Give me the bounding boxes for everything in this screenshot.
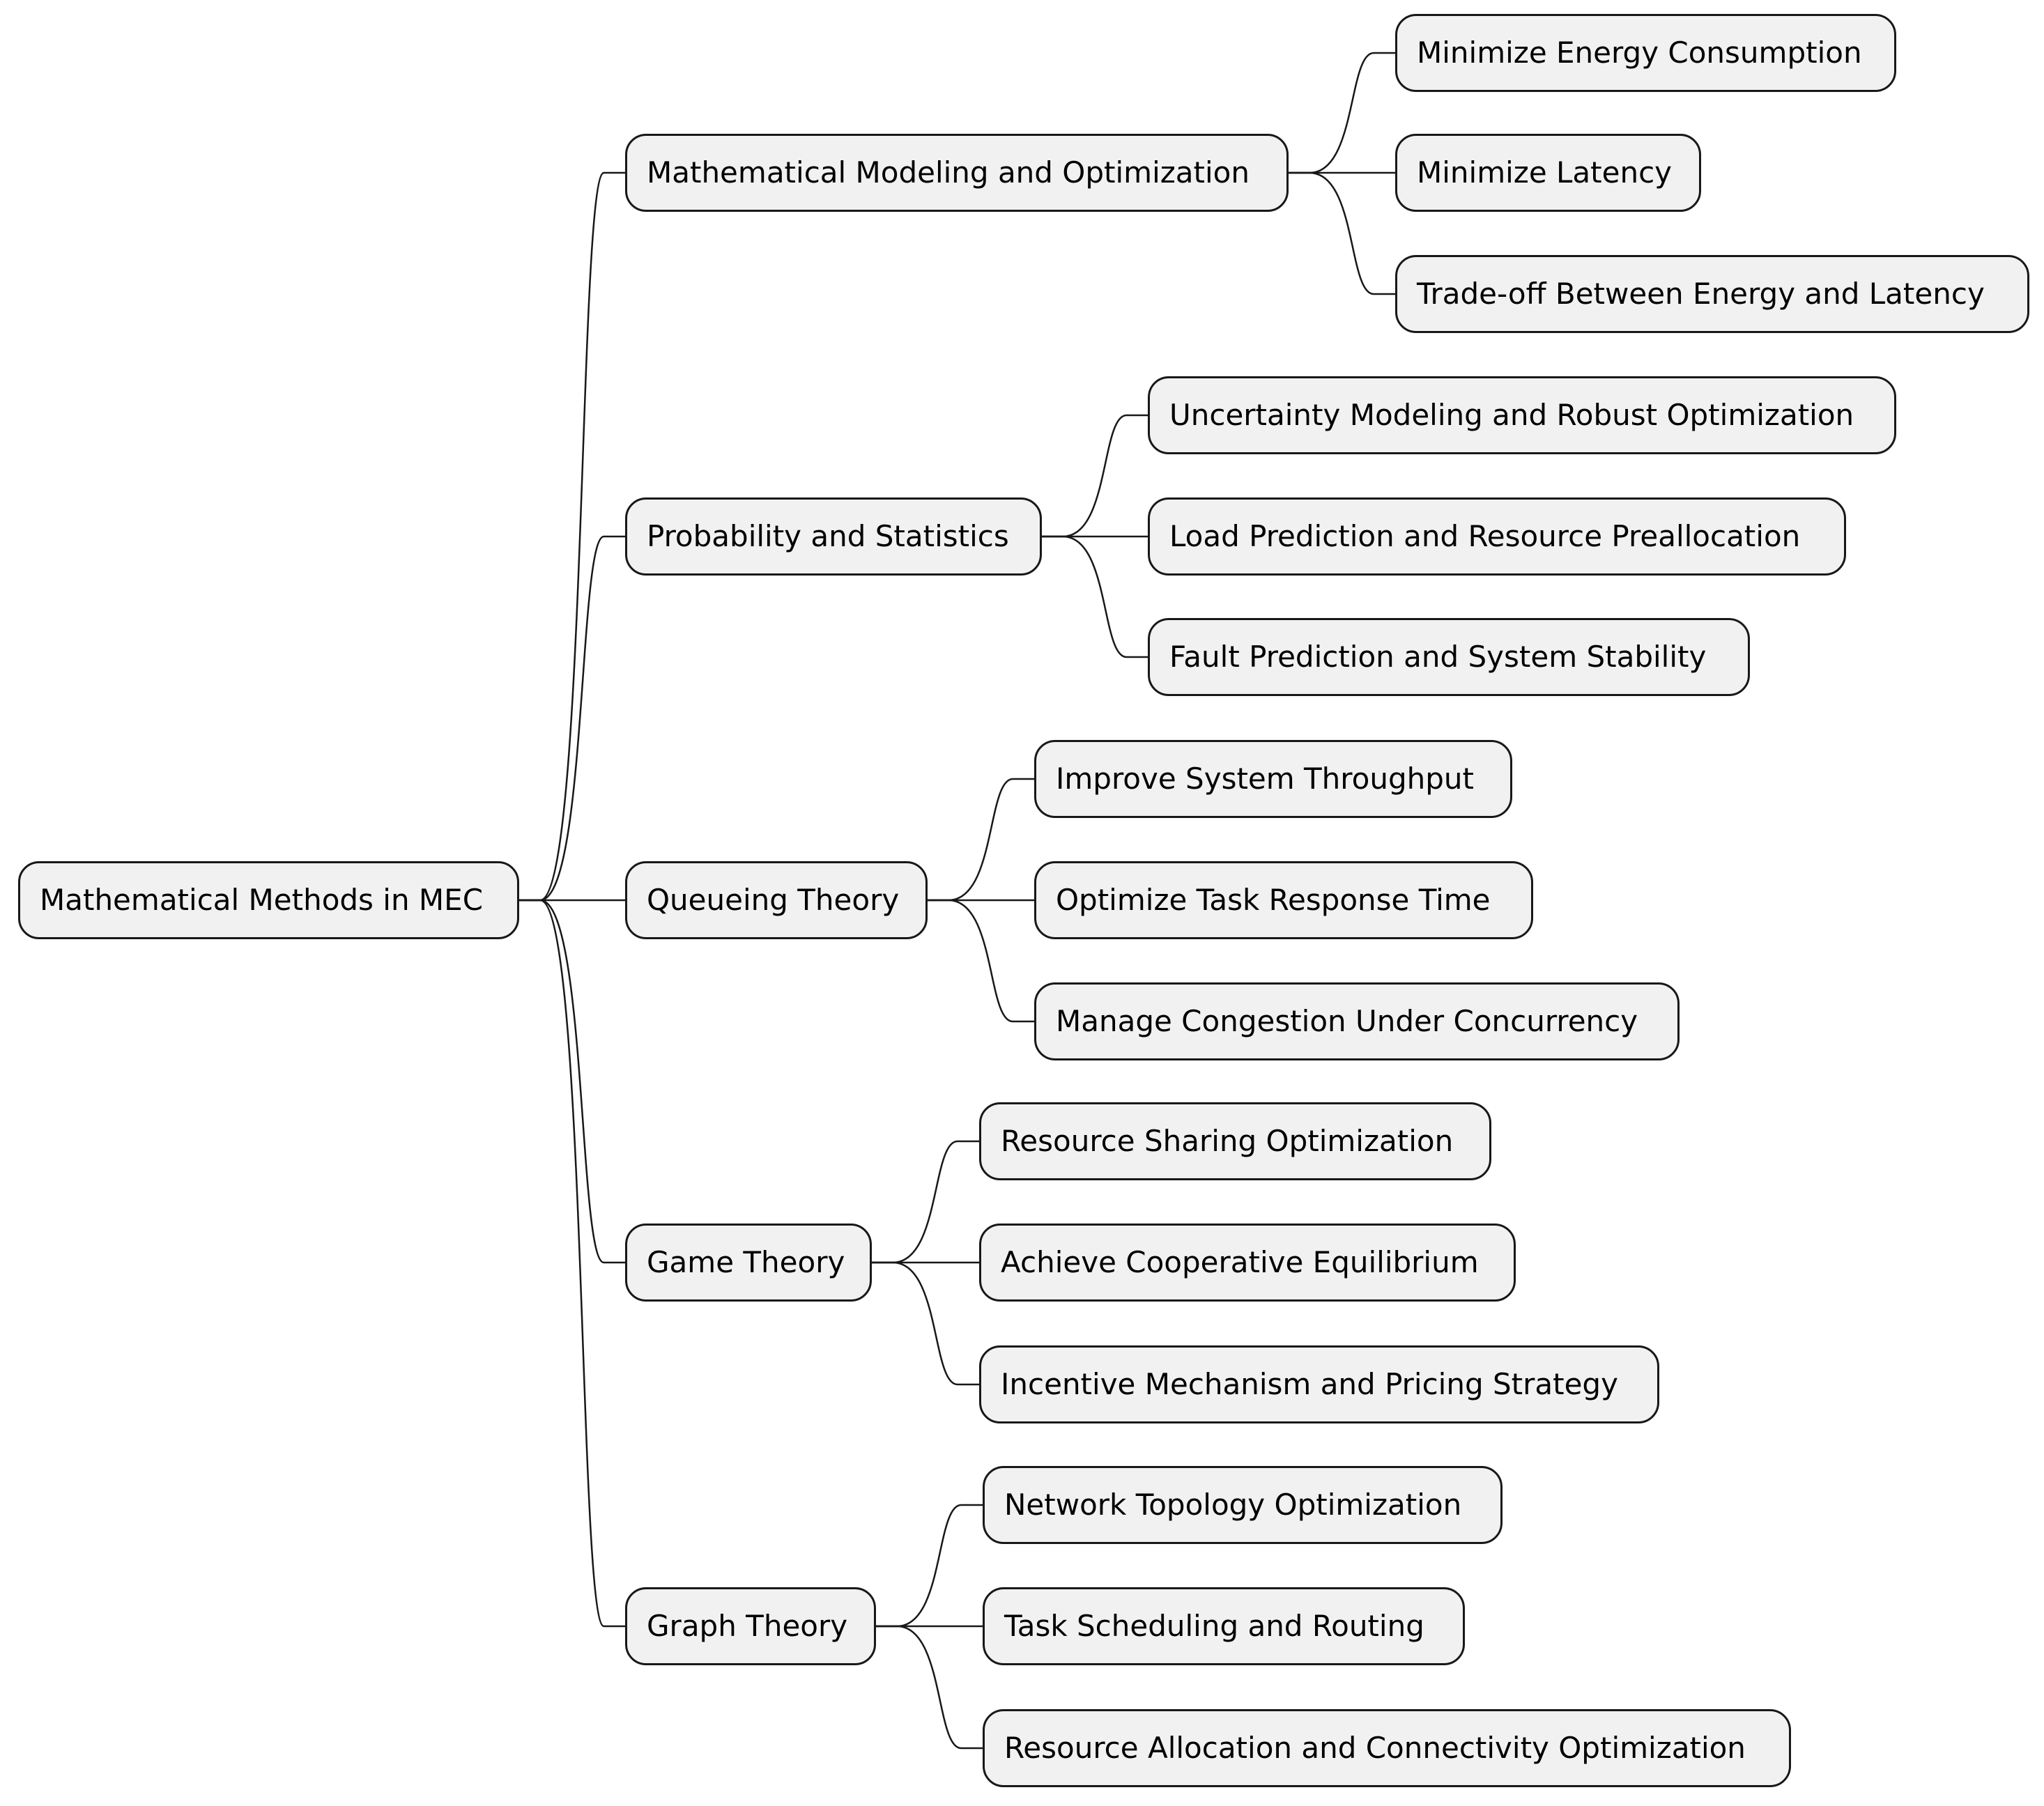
leaf-node-label: Manage Congestion Under Concurrency [1056, 1004, 1638, 1038]
connector-line [1042, 414, 1148, 538]
connector-line [519, 899, 625, 1264]
leaf-node: Incentive Mechanism and Pricing Strategy [979, 1345, 1659, 1423]
branch-node-label: Graph Theory [647, 1609, 848, 1643]
connector-line [872, 1261, 979, 1386]
leaf-node-label: Load Prediction and Resource Preallocati… [1169, 519, 1801, 553]
connector-line [928, 778, 1034, 902]
leaf-node-label: Network Topology Optimization [1004, 1488, 1462, 1522]
root-node: Mathematical Methods in MEC [18, 861, 519, 939]
leaf-node: Minimize Energy Consumption [1395, 14, 1896, 92]
leaf-node: Resource Allocation and Connectivity Opt… [983, 1709, 1791, 1787]
connector-line [519, 899, 625, 1628]
connector-line [928, 899, 1034, 1023]
leaf-node: Optimize Task Response Time [1034, 861, 1533, 939]
leaf-node-label: Fault Prediction and System Stability [1169, 640, 1707, 674]
leaf-node-label: Task Scheduling and Routing [1004, 1609, 1424, 1643]
leaf-node-label: Resource Allocation and Connectivity Opt… [1004, 1731, 1746, 1765]
branch-node-label: Probability and Statistics [647, 519, 1009, 553]
leaf-node: Task Scheduling and Routing [983, 1587, 1465, 1665]
leaf-node-label: Resource Sharing Optimization [1001, 1124, 1454, 1158]
connector-line [872, 1140, 979, 1264]
leaf-node-label: Achieve Cooperative Equilibrium [1001, 1245, 1479, 1279]
leaf-node: Improve System Throughput [1034, 740, 1512, 818]
connector-line [519, 535, 625, 902]
leaf-node-label: Minimize Energy Consumption [1417, 36, 1862, 70]
leaf-node: Network Topology Optimization [983, 1466, 1503, 1544]
leaf-node: Minimize Latency [1395, 134, 1701, 212]
leaf-node: Achieve Cooperative Equilibrium [979, 1224, 1516, 1302]
branch-node-mathematical-modeling: Mathematical Modeling and Optimization [625, 134, 1289, 212]
branch-node-label: Queueing Theory [647, 883, 900, 917]
leaf-node-label: Optimize Task Response Time [1056, 883, 1491, 917]
leaf-node: Resource Sharing Optimization [979, 1102, 1491, 1180]
leaf-node: Fault Prediction and System Stability [1148, 618, 1750, 696]
leaf-node-label: Improve System Throughput [1056, 762, 1474, 796]
root-node-label: Mathematical Methods in MEC [40, 883, 484, 917]
leaf-node: Trade-off Between Energy and Latency [1395, 255, 2029, 333]
leaf-node: Load Prediction and Resource Preallocati… [1148, 497, 1846, 576]
branch-node-queueing-theory: Queueing Theory [625, 861, 928, 939]
connector-line [1042, 535, 1148, 658]
connector-line [1289, 171, 1395, 295]
leaf-node-label: Minimize Latency [1417, 155, 1673, 190]
connector-line [519, 171, 625, 902]
leaf-node-label: Uncertainty Modeling and Robust Optimiza… [1169, 398, 1854, 432]
connector-line [876, 1504, 983, 1628]
leaf-node: Uncertainty Modeling and Robust Optimiza… [1148, 376, 1896, 454]
leaf-node-label: Incentive Mechanism and Pricing Strategy [1001, 1367, 1618, 1401]
branch-node-game-theory: Game Theory [625, 1224, 872, 1302]
leaf-node-label: Trade-off Between Energy and Latency [1417, 277, 1985, 311]
branch-node-label: Game Theory [647, 1245, 845, 1279]
branch-node-label: Mathematical Modeling and Optimization [647, 155, 1250, 190]
branch-node-probability-statistics: Probability and Statistics [625, 497, 1042, 576]
connector-line [876, 1625, 983, 1750]
leaf-node: Manage Congestion Under Concurrency [1034, 982, 1680, 1060]
branch-node-graph-theory: Graph Theory [625, 1587, 876, 1665]
connector-line [1289, 52, 1395, 174]
